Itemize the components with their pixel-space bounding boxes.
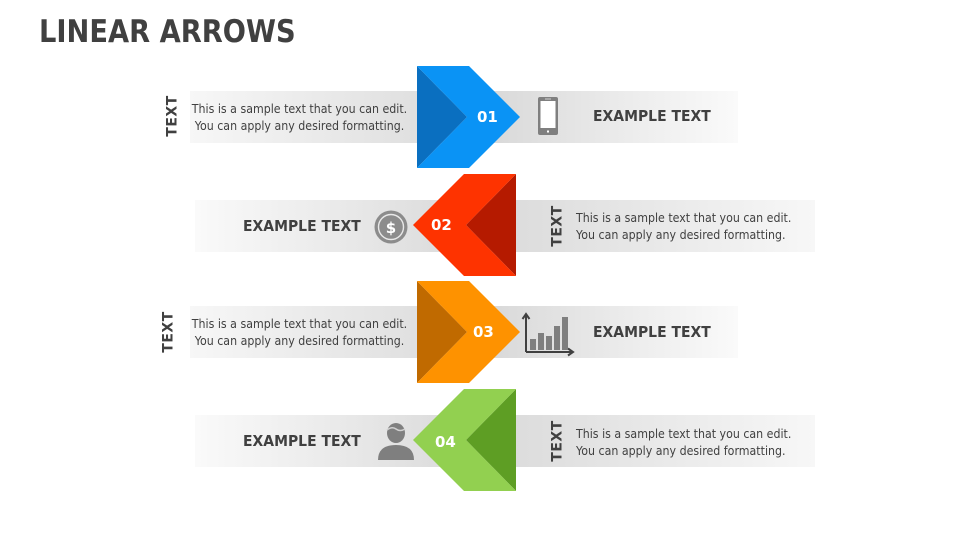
step-02-number: 02: [431, 216, 452, 234]
step-03-example-text: EXAMPLE TEXT: [593, 323, 711, 341]
description-line-1: This is a sample text that you can edit.: [576, 211, 792, 225]
smartphone-icon: [538, 97, 558, 135]
step-04-example-text: EXAMPLE TEXT: [243, 432, 361, 450]
user-icon: [378, 423, 414, 460]
step-03-side-label: TEXT: [160, 311, 177, 353]
step-01-side-label: TEXT: [164, 95, 181, 137]
step-01-chevron: [417, 66, 520, 168]
step-04-number: 04: [435, 433, 456, 451]
step-02-example-text: EXAMPLE TEXT: [243, 217, 361, 235]
description-line-2: You can apply any desired formatting.: [576, 228, 786, 242]
dollar-coin-icon: $: [374, 210, 408, 244]
step-02-chevron: [413, 174, 516, 276]
step-04-chevron: [413, 389, 516, 491]
description-line-2: You can apply any desired formatting.: [194, 119, 405, 133]
step-04-side-label: TEXT: [549, 420, 566, 462]
step-03-number: 03: [473, 323, 494, 341]
step-02-side-label: TEXT: [549, 205, 566, 247]
description-line-1: This is a sample text that you can edit.: [191, 102, 408, 116]
description-line-2: You can apply any desired formatting.: [194, 334, 405, 348]
step-03-description: This is a sample text that you can edit.…: [190, 316, 409, 350]
step-03-chevron: [417, 281, 520, 383]
step-04-description: This is a sample text that you can edit.…: [576, 426, 791, 460]
bar-chart-icon: [521, 312, 575, 357]
step-01-description: This is a sample text that you can edit.…: [190, 101, 409, 135]
description-line-1: This is a sample text that you can edit.: [576, 427, 792, 441]
step-02-description: This is a sample text that you can edit.…: [576, 210, 791, 244]
description-line-2: You can apply any desired formatting.: [576, 444, 786, 458]
step-01-number: 01: [477, 108, 498, 126]
svg-text:$: $: [386, 219, 396, 237]
step-01-example-text: EXAMPLE TEXT: [593, 107, 711, 125]
description-line-1: This is a sample text that you can edit.: [191, 317, 408, 331]
slide-title: LINEAR ARROWS: [39, 14, 296, 50]
